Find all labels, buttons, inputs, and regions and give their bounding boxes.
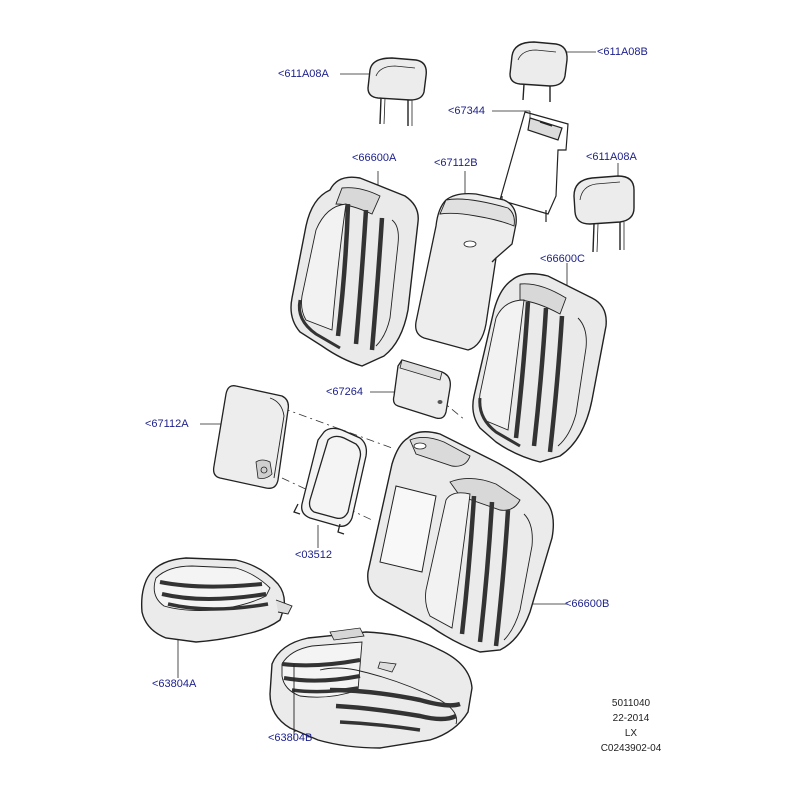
callout-pad-67112b: <67112B — [434, 157, 478, 169]
seat-cushion-63804a — [142, 558, 292, 642]
callout-frame-03512: <03512 — [295, 549, 333, 561]
footer-illustration-code: C0243902-04 — [600, 743, 662, 754]
callout-armrest-67264: <67264 — [326, 386, 364, 398]
callout-cover-66600b: <66600B — [565, 598, 610, 610]
backrest-pad-67112b — [416, 194, 517, 350]
footer-model-code: LX — [624, 728, 638, 739]
headrest-top-right — [510, 42, 567, 102]
armrest-67264 — [394, 360, 451, 418]
callout-headrest-right: <611A08A — [586, 151, 637, 163]
backrest-cover-66600c — [473, 274, 606, 462]
footer-reference-number: 5011040 — [611, 698, 651, 709]
callout-headrest-left: <611A08A — [278, 68, 329, 80]
headrest-left — [368, 58, 426, 126]
callout-cover-66600a: <66600A — [352, 152, 397, 164]
backrest-pad-67112a — [214, 386, 289, 489]
footer-date: 22-2014 — [612, 713, 650, 724]
callout-cover-66600c: <66600C — [540, 253, 585, 265]
callout-pad-67112a: <67112A — [145, 418, 189, 430]
callout-headrest-top-right: <611A08B — [597, 46, 648, 58]
backrest-frame-03512 — [294, 428, 366, 534]
callout-cushion-63804b: <63804B — [268, 732, 313, 744]
callout-cushion-63804a: <63804A — [152, 678, 197, 690]
headrest-right — [574, 176, 634, 253]
seat-cushion-63804b — [270, 628, 472, 748]
callout-frame-67344: <67344 — [448, 105, 486, 117]
backrest-cover-66600b — [368, 432, 554, 652]
backrest-cover-66600a — [291, 177, 418, 366]
